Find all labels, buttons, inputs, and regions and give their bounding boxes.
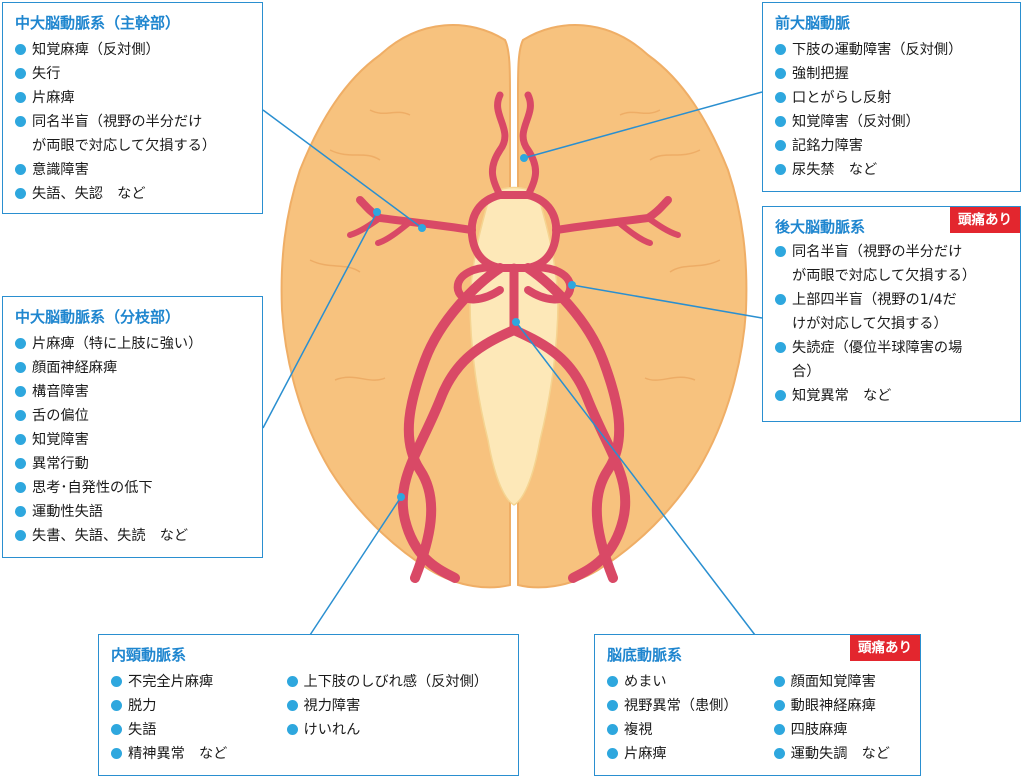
headache-badge: 頭痛あり [850,635,920,661]
list-item: 運動性失語 [15,500,252,524]
ica-columns: 不完全片麻痺 脱力 失語 精神異常 など 上下肢のしびれ感（反対側） 視力障害 … [111,670,508,766]
mca-trunk-box: 中大脳動脈系（主幹部） 知覚麻痺（反対側） 失行 片麻痺 同名半盲（視野の半分だ… [2,2,263,214]
list-item: 下肢の運動障害（反対側） [775,38,1010,62]
list-item: 視野異常（患側） [607,694,754,718]
list-item: 四肢麻痺 [773,718,890,742]
artery-network [347,91,681,583]
basilar-box: 頭痛あり 脳底動脈系 めまい 視野異常（患側） 複視 片麻痺 顔面知覚障害 動眼… [594,634,921,776]
list-item: 脱力 [111,694,267,718]
list-item: 失語、失認 など [15,182,252,206]
pointer-line-pca [571,284,763,319]
list-item: 失行 [15,62,252,86]
list-item: 知覚障害（反対側） [775,110,1010,134]
list-item: 顔面知覚障害 [773,670,890,694]
mca-branch-list: 片麻痺（特に上肢に強い） 顔面神経麻痺 構音障害 舌の偏位 知覚障害 異常行動 … [15,332,252,548]
list-item: 異常行動 [15,452,252,476]
aca-list: 下肢の運動障害（反対側） 強制把握 口とがらし反射 知覚障害（反対側） 記銘力障… [775,38,1010,182]
ica-list-col1: 不完全片麻痺 脱力 失語 精神異常 など [111,670,267,766]
pointer-lines [262,91,763,636]
list-item: 複視 [607,718,754,742]
list-item: 片麻痺（特に上肢に強い） [15,332,252,356]
list-item: 知覚異常 など [775,384,1010,408]
list-item: 同名半盲（視野の半分だけ が両眼で対応して欠損する） [15,110,252,158]
list-item: 運動失調 など [773,742,890,766]
list-item: 片麻痺 [15,86,252,110]
pointer-line-aca [523,91,763,159]
ica-list-col2: 上下肢のしびれ感（反対側） 視力障害 けいれん [286,670,488,766]
mca-trunk-list: 知覚麻痺（反対側） 失行 片麻痺 同名半盲（視野の半分だけ が両眼で対応して欠損… [15,38,252,206]
pointer-line-mca-trunk [262,109,423,229]
list-item: 強制把握 [775,62,1010,86]
pca-title: 後大脳動脈系 [775,218,866,236]
mca-branch-title: 中大脳動脈系（分枝部） [15,308,181,326]
pca-box: 頭痛あり 後大脳動脈系 同名半盲（視野の半分だけ が両眼で対応して欠損する） 上… [762,206,1021,422]
list-item: 片麻痺 [607,742,754,766]
list-item: 知覚障害 [15,428,252,452]
aca-box: 前大脳動脈 下肢の運動障害（反対側） 強制把握 口とがらし反射 知覚障害（反対側… [762,2,1021,192]
list-item: 失語 [111,718,267,742]
list-item: 上下肢のしびれ感（反対側） [286,670,488,694]
pca-list: 同名半盲（視野の半分だけ が両眼で対応して欠損する） 上部四半盲（視野の1/4だ… [775,240,1010,408]
mca-branch-box: 中大脳動脈系（分枝部） 片麻痺（特に上肢に強い） 顔面神経麻痺 構音障害 舌の偏… [2,296,263,558]
ica-box: 内頸動脈系 不完全片麻痺 脱力 失語 精神異常 など 上下肢のしびれ感（反対側）… [98,634,519,776]
pointer-line-ica [309,496,402,636]
brain-right-hemisphere [517,24,748,589]
list-item: 記銘力障害 [775,134,1010,158]
basilar-list-col2: 顔面知覚障害 動眼神経麻痺 四肢麻痺 運動失調 など [773,670,890,766]
list-item: 失書、失語、失読 など [15,524,252,548]
list-item: 同名半盲（視野の半分だけ が両眼で対応して欠損する） [775,240,1010,288]
list-item: 不完全片麻痺 [111,670,267,694]
list-item: 失読症（優位半球障害の場 合） [775,336,1010,384]
list-item: 舌の偏位 [15,404,252,428]
ica-title: 内頸動脈系 [111,646,187,664]
pointer-dots [373,154,576,501]
list-item: 精神異常 など [111,742,267,766]
list-item: 動眼神経麻痺 [773,694,890,718]
list-item: 顔面神経麻痺 [15,356,252,380]
list-item: 尿失禁 など [775,158,1010,182]
basilar-list-col1: めまい 視野異常（患側） 複視 片麻痺 [607,670,754,766]
list-item: めまい [607,670,754,694]
list-item: けいれん [286,718,488,742]
list-item: 上部四半盲（視野の1/4だ けが対応して欠損する） [775,288,1010,336]
basilar-columns: めまい 視野異常（患側） 複視 片麻痺 顔面知覚障害 動眼神経麻痺 四肢麻痺 運… [607,670,910,766]
list-item: 意識障害 [15,158,252,182]
aca-title: 前大脳動脈 [775,14,851,32]
mca-trunk-title: 中大脳動脈系（主幹部） [15,14,181,32]
list-item: 口とがらし反射 [775,86,1010,110]
list-item: 思考･自発性の低下 [15,476,252,500]
list-item: 構音障害 [15,380,252,404]
headache-badge: 頭痛あり [950,207,1020,233]
pointer-line-basilar [515,321,756,636]
list-item: 知覚麻痺（反対側） [15,38,252,62]
basilar-title: 脳底動脈系 [607,646,683,664]
pointer-line-mca-branch [262,211,378,429]
list-item: 視力障害 [286,694,488,718]
